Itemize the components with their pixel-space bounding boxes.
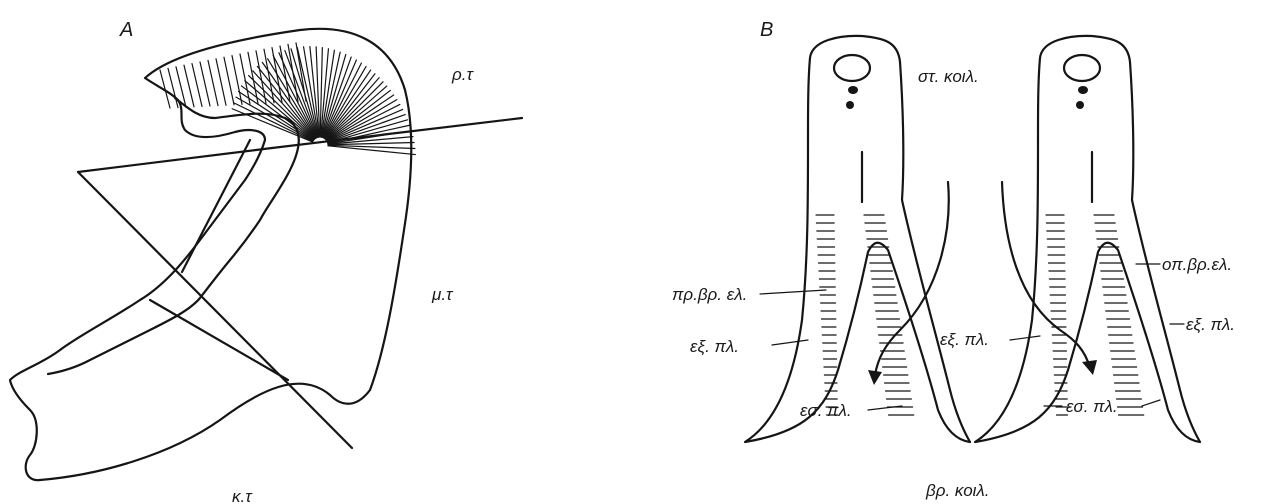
gill-right-vessel-large (1064, 55, 1100, 81)
gill-arch-outline (10, 29, 411, 480)
gill-right-vessel-small-2 (1076, 101, 1084, 109)
region-label-bottom: κ.τ (232, 487, 253, 504)
gill-filament (184, 65, 194, 107)
gill-left (745, 36, 970, 442)
gill-filament (208, 60, 218, 105)
cut-line-cross (150, 300, 288, 380)
leader-outer-plate-left (772, 340, 808, 345)
gill-left-outline (745, 36, 970, 442)
gill-filament (325, 74, 375, 139)
gill-left-hatching (816, 215, 914, 415)
gill-filament (240, 54, 250, 104)
label-stomach-cavity: στ. κοιλ. (918, 67, 979, 86)
leader-anterior-lamella (760, 290, 826, 294)
gill-right (975, 36, 1200, 442)
label-inner-plate-left: εσ. πλ. (800, 401, 852, 420)
gill-filament (248, 52, 258, 103)
gill-filament (200, 62, 210, 106)
panel-b: B στ. κοιλ. πρ.βρ. ελ. οπ.βρ.ελ. (672, 19, 1235, 500)
leader-inner-plate-left (868, 406, 902, 410)
gill-filaments (160, 43, 415, 155)
leader-inner-plate-right-2 (1142, 400, 1160, 406)
panel-a: A ρ.τ μ.τ κ.τ (10, 19, 522, 504)
gill-left-vessel-small-2 (846, 101, 854, 109)
cut-line-inner (182, 140, 250, 272)
label-posterior-branchial-lamella: οπ.βρ.ελ. (1162, 255, 1232, 274)
gill-right-hatching (1046, 215, 1144, 415)
label-outer-plate-mid: εξ. πλ. (940, 330, 989, 349)
panel-a-label: A (119, 19, 133, 41)
gill-filament (192, 64, 202, 107)
label-branchial-cavity: βρ. κοιλ. (925, 481, 990, 500)
label-inner-plate-right: εσ. πλ. (1066, 397, 1118, 416)
flow-arrow-right-head (1082, 360, 1097, 375)
gill-filament (326, 90, 390, 140)
gill-filament (249, 76, 315, 140)
gill-left-vessel-large (834, 55, 870, 81)
gill-filament (256, 51, 266, 103)
label-outer-plate-right: εξ. πλ. (1186, 315, 1235, 334)
label-outer-plate-left: εξ. πλ. (690, 337, 739, 356)
gill-filament (168, 68, 178, 107)
gill-right-vessel-small-1 (1078, 86, 1088, 94)
gill-filament (216, 59, 226, 105)
cut-line-diagonal (78, 172, 352, 448)
label-anterior-branchial-lamella: πρ.βρ. ελ. (672, 285, 747, 304)
gill-left-vessel-small-1 (848, 86, 858, 94)
panel-b-label: B (760, 19, 773, 41)
leader-outer-plate-mid (1010, 336, 1040, 340)
gill-filament (224, 57, 234, 105)
region-label-top: ρ.τ (451, 65, 474, 84)
region-label-middle: μ.τ (431, 285, 454, 304)
flow-arrow-left-head (868, 370, 882, 385)
